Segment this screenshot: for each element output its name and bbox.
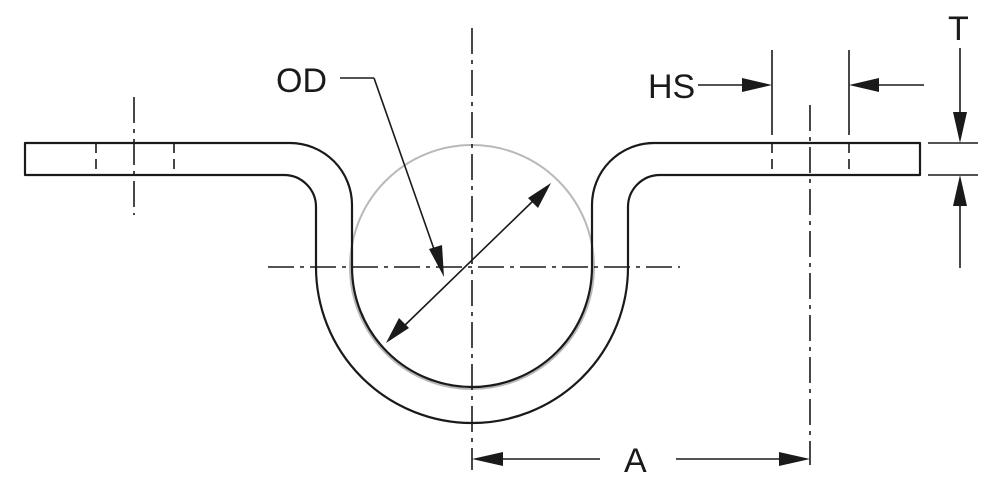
a-arrowhead-left xyxy=(472,452,503,466)
a-arrowhead-right xyxy=(779,452,810,466)
strap-outer-contour xyxy=(23,141,922,425)
t-arrowhead-top xyxy=(953,112,967,143)
od-arrowhead-lower xyxy=(386,318,409,343)
a-label: A xyxy=(624,442,647,480)
hs-arrowhead-right xyxy=(849,78,879,92)
od-dimension-line xyxy=(401,199,535,329)
hs-arrowhead-left xyxy=(742,78,772,92)
od-arrowhead-upper xyxy=(528,183,551,208)
t-label: T xyxy=(948,10,969,48)
od-leader-diagonal xyxy=(373,77,436,253)
t-arrowhead-bottom xyxy=(953,175,967,206)
od-label: OD xyxy=(276,62,327,100)
od-leader-arrowhead xyxy=(429,245,444,277)
hs-label: HS xyxy=(648,68,695,106)
